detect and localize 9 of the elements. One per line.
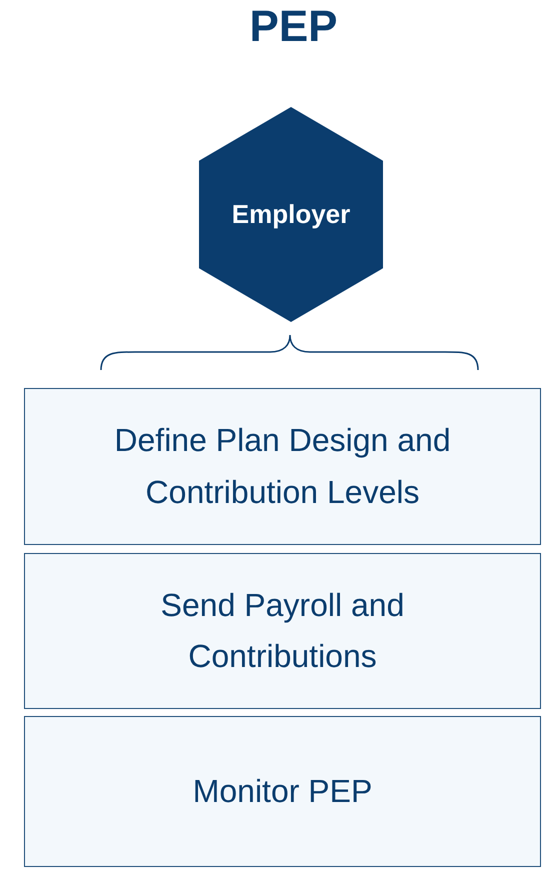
- node-label: Define Plan Design and Contribution Levels: [113, 421, 452, 512]
- node-label: Monitor PEP: [192, 772, 374, 811]
- process-box: [24, 553, 541, 709]
- title: PEP: [248, 2, 339, 52]
- process-box: [24, 388, 541, 545]
- process-box: [24, 716, 541, 867]
- node-label: Send Payroll and Contributions: [160, 586, 406, 676]
- node-label: Employer: [232, 199, 350, 230]
- hexagon: [199, 107, 383, 322]
